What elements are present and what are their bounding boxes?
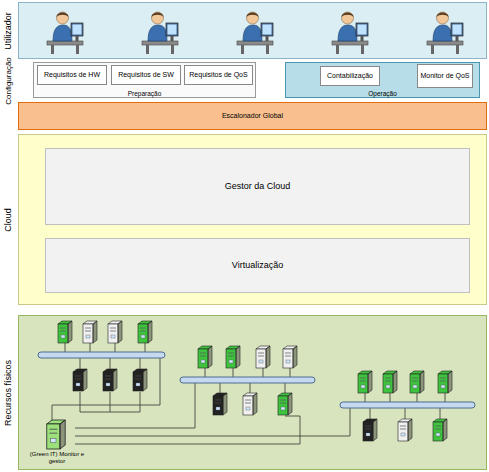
layer-label: Recursos físicos [4,359,14,425]
box-label: Virtualização [230,261,285,271]
device-caption: (Green IT) Monitor e gestor [28,451,86,464]
group-label: Operação [285,90,480,97]
user-band: Utilizador [18,2,487,59]
process-box: Monitor de QoS [417,64,473,88]
layer-box: Gestor da Cloud [45,148,470,225]
resources-band: Recursos físicos [18,315,487,470]
group-box: Operação Contabilização Monitor de QoS [285,62,480,98]
layer-box: Virtualização [45,238,470,293]
box-label: Requisitos de QoS [187,71,249,79]
process-box: Contabilização [320,66,380,86]
box-label: Contabilização [325,72,375,80]
layer-label: Utilizador [4,12,14,50]
process-box: Requisitos de HW [37,65,107,85]
layer-label: Configuração [5,57,14,105]
layer-label: Cloud [4,208,14,232]
cloud-band: CloudGestor da CloudVirtualização [18,134,487,305]
process-box: Requisitos de SW [111,65,181,85]
box-label: Requisitos de HW [42,71,102,79]
box-label: Monitor de QoS [418,72,471,80]
box-label: Escalonador Global [220,112,285,120]
group-label: Preparação [33,90,256,97]
group-box: Preparação Requisitos de HW Requisitos de … [33,62,256,98]
box-label: Gestor da Cloud [223,182,293,192]
box-label: Requisitos de SW [116,71,176,79]
process-box: Requisitos de QoS [184,65,253,85]
scheduler-bar: Escalonador Global [18,102,487,130]
